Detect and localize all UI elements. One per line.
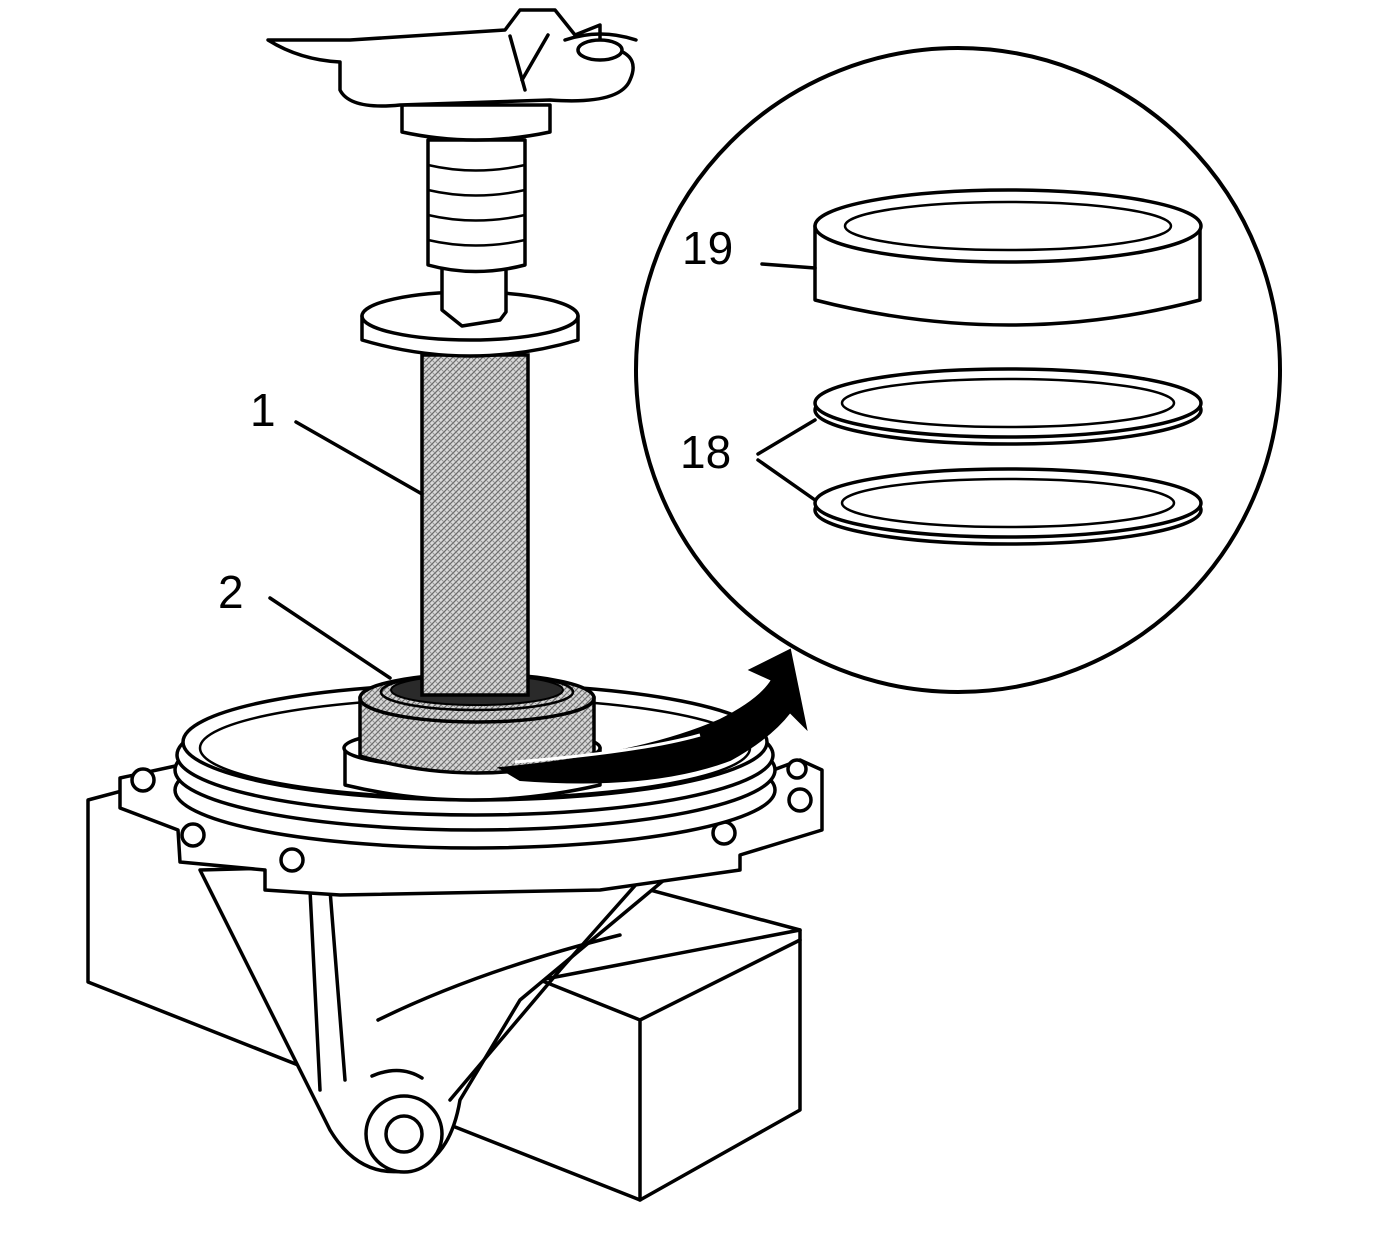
callout-2: 2 xyxy=(218,566,244,618)
callout-19: 19 xyxy=(682,222,733,274)
shim-upper xyxy=(813,367,1203,446)
installer-disc xyxy=(360,290,580,358)
detail-view xyxy=(634,46,1282,694)
bearing-race xyxy=(813,188,1203,327)
callout-18: 18 xyxy=(680,426,731,478)
leader-lines xyxy=(268,262,817,680)
installer-shaft xyxy=(420,353,530,697)
callout-1: 1 xyxy=(250,384,276,436)
axle-housing xyxy=(198,848,702,1174)
shim-lower xyxy=(813,467,1203,546)
press-ram xyxy=(266,8,638,328)
rotation-arrow xyxy=(496,648,808,784)
